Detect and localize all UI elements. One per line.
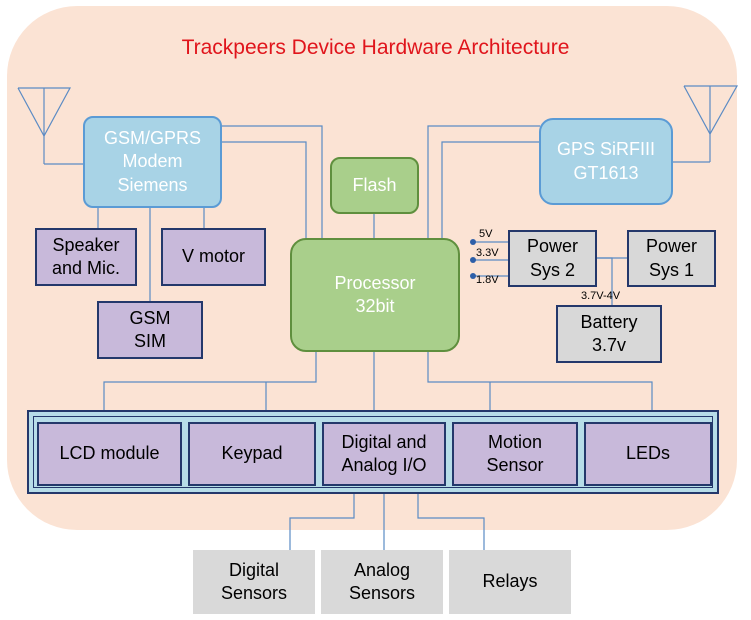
peripheral-bus-inner [33,416,713,488]
voltage-5v-terminal [470,239,476,245]
gsm-gprs-modem: GSM/GPRS Modem Siemens [83,116,222,208]
leds: LEDs [584,422,712,486]
processor: Processor 32bit [290,238,460,352]
gsm-sim: GSM SIM [97,301,203,359]
lcd-label: LCD module [59,443,160,464]
flash-label: Flash [352,174,397,195]
keypad: Keypad [188,422,316,486]
power-sys-2: Power Sys 2 [508,230,597,287]
vmotor-label: V motor [181,246,246,267]
analog-sensors: Analog Sensors [321,550,443,614]
keypad-label: Keypad [221,443,283,464]
gps-label: GPS SiRFIII GT1613 [556,139,655,183]
antenna-left-icon [17,87,84,165]
speaker-and-mic: Speaker and Mic. [35,228,137,286]
digital-analog-io: Digital and Analog I/O [322,422,446,486]
motion-sensor: Motion Sensor [452,422,578,486]
voltage-1v8-terminal [470,273,476,279]
antenna-right-icon [672,85,739,163]
digital-sensors: Digital Sensors [193,550,315,614]
digital-sensors-label: Digital Sensors [220,559,288,603]
battery: Battery 3.7v [556,305,662,363]
processor-label: Processor 32bit [334,272,416,316]
gsm-modem-label: GSM/GPRS Modem Siemens [103,127,201,195]
flash-memory: Flash [330,157,419,214]
voltage-1v8-label: 1.8V [476,274,499,286]
voltage-5v-label: 5V [479,228,493,240]
voltage-3v3-label: 3.3V [476,247,499,259]
battery-voltage-range: 3.7V-4V [581,290,621,302]
power-sys2-label: Power Sys 2 [526,236,579,280]
gps-module: GPS SiRFIII GT1613 [539,118,673,205]
analog-sensors-label: Analog Sensors [348,559,416,603]
speaker-label: Speaker and Mic. [51,234,121,278]
relays: Relays [449,550,571,614]
diagram-title: Trackpeers Device Hardware Architecture [181,36,570,59]
lcd-module: LCD module [37,422,182,486]
battery-label: Battery 3.7v [580,311,638,355]
leds-label: LEDs [625,443,670,464]
gsm-sim-label: GSM SIM [129,307,171,351]
power-sys1-label: Power Sys 1 [645,236,698,280]
power-sys-1: Power Sys 1 [627,230,716,287]
motion-sensor-label: Motion Sensor [486,431,544,475]
relays-label: Relays [482,571,538,592]
voltage-3v3-terminal [470,257,476,263]
io-label: Digital and Analog I/O [341,431,427,475]
vibration-motor: V motor [161,228,266,286]
